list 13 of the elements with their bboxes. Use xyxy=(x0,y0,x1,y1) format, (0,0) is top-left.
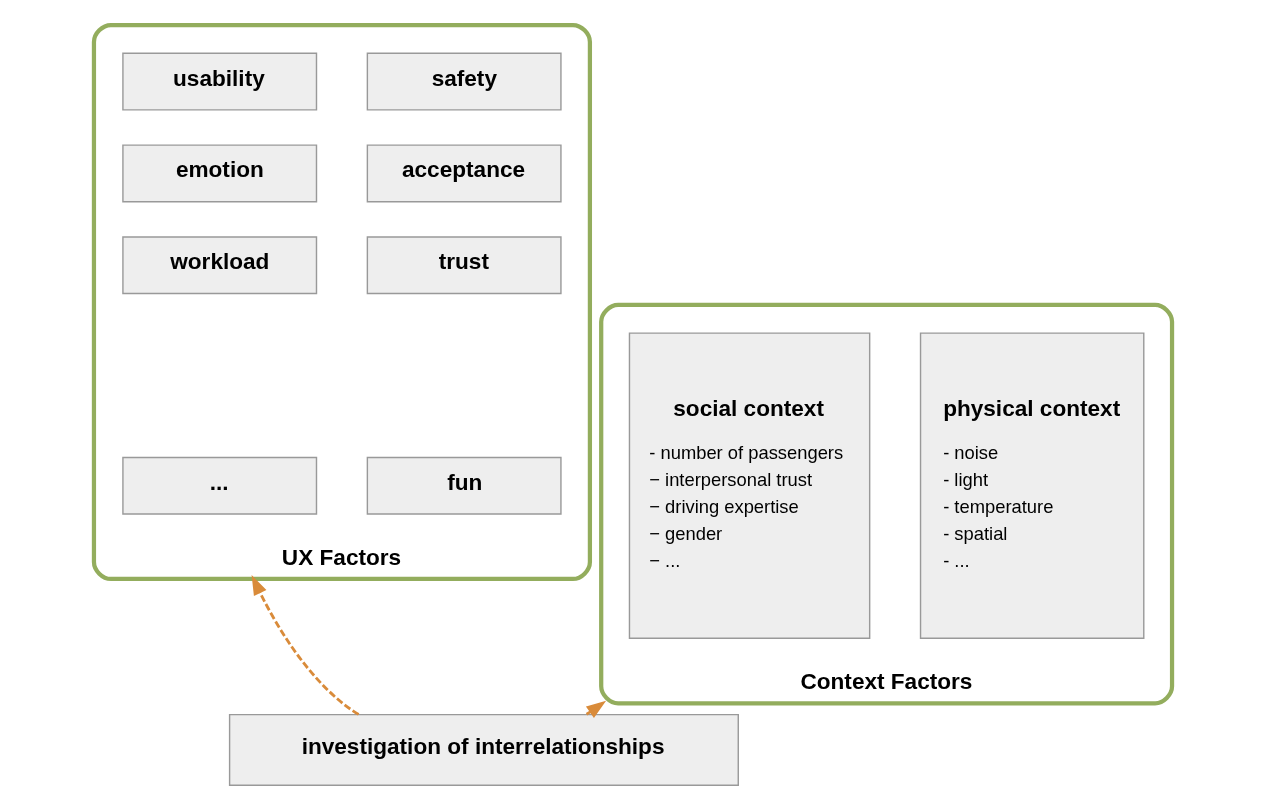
node-box: acceptance xyxy=(366,144,562,203)
node-box: fun xyxy=(366,456,562,515)
node-box: ... xyxy=(122,456,318,515)
arrow xyxy=(251,575,360,716)
node-box: workload xyxy=(122,236,318,295)
node-box: usability xyxy=(122,52,318,111)
arrow xyxy=(585,700,607,718)
node-box: emotion xyxy=(122,144,318,203)
node-box: trust xyxy=(366,236,562,295)
node-box: safety xyxy=(366,52,562,111)
node-box: social context - number of passengers − interpersonal trust − driving expertise − gender − ... xyxy=(628,332,871,639)
node-box: physical context - noise - light - temperature - spatial - ... xyxy=(919,332,1145,639)
node-box: investigation of interrelationships xyxy=(228,713,739,786)
